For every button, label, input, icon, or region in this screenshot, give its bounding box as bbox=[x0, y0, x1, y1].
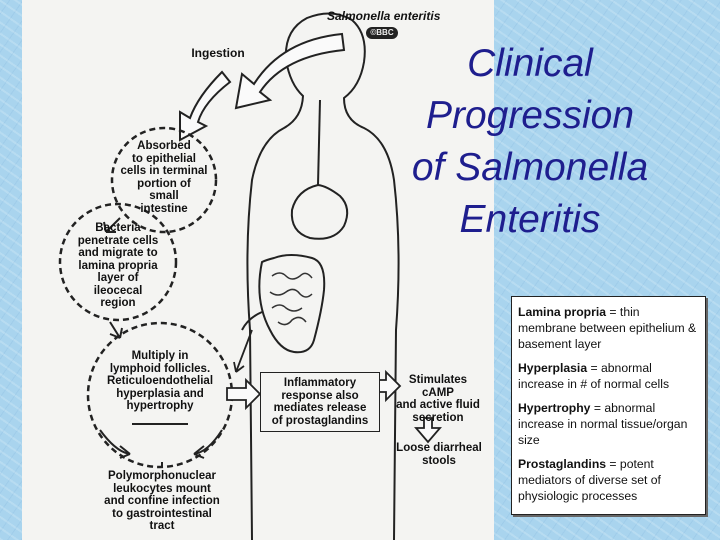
body-silhouette bbox=[246, 12, 400, 540]
diagram-drawing bbox=[58, 12, 442, 540]
penetrate-circle bbox=[58, 202, 178, 322]
arrow-to-stools bbox=[414, 417, 442, 444]
glossary-entry: Hypertrophy = abnormal increase in norma… bbox=[518, 400, 699, 448]
glossary-entry: Prostaglandins = potent mediators of div… bbox=[518, 456, 699, 504]
arrow-to-inflammatory bbox=[226, 377, 262, 411]
arrow-intestine-to-inflammatory bbox=[233, 329, 253, 373]
stomach bbox=[290, 183, 349, 240]
glossary-definition: = abnormal increase in normal tissue/org… bbox=[518, 401, 688, 447]
label-ingestion: Ingestion bbox=[191, 46, 245, 60]
arrow-absorbed-to-penetrate bbox=[103, 217, 121, 233]
loop-arrow-right bbox=[193, 429, 223, 459]
ingestion-arrow bbox=[234, 32, 346, 110]
appendix bbox=[241, 311, 263, 331]
glossary-term: Prostaglandins bbox=[518, 457, 607, 471]
absorbed-circle bbox=[110, 126, 218, 234]
figure-title: Salmonella enteritis bbox=[327, 9, 441, 23]
esophagus bbox=[317, 99, 321, 186]
label-polymorphonuclear: Polymorphonuclear leukocytes mount and c… bbox=[104, 470, 220, 532]
large-intestine bbox=[258, 254, 326, 354]
label-penetrate: Bacteria penetrate cells and migrate to … bbox=[77, 222, 159, 309]
diagram-figure: Salmonella enteritis ©BBC Ingestion Abso… bbox=[22, 0, 494, 540]
label-inflammatory: Inflammatory response also mediates rele… bbox=[260, 372, 380, 432]
loop-arrow-left bbox=[99, 429, 131, 459]
small-intestine-coils bbox=[269, 272, 313, 326]
glossary-term: Hypertrophy bbox=[518, 401, 591, 415]
slide-title: Clinical Progression of Salmonella Enter… bbox=[411, 42, 649, 241]
glossary-definition: = thin membrane between epithelium & bas… bbox=[518, 305, 697, 351]
glossary-term: Lamina propria bbox=[518, 305, 607, 319]
glossary-entry: Hyperplasia = abnormal increase in # of … bbox=[518, 360, 699, 392]
arrow-to-absorbed bbox=[179, 70, 232, 142]
label-diarrheal: Loose diarrheal stools bbox=[396, 442, 482, 467]
glossary-box: Lamina propria = thin membrane between e… bbox=[511, 296, 706, 515]
label-multiply: Multiply in lymphoid follicles. Reticulo… bbox=[106, 350, 214, 412]
glossary-definition: = abnormal increase in # of normal cells bbox=[518, 361, 670, 391]
glossary-definition: = potent mediators of diverse set of phy… bbox=[518, 457, 661, 503]
arrow-penetrate-to-multiply bbox=[109, 321, 123, 339]
glossary-term: Hyperplasia bbox=[518, 361, 588, 375]
glossary-entry: Lamina propria = thin membrane between e… bbox=[518, 304, 699, 352]
label-stimulates: Stimulates cAMP and active fluid secreti… bbox=[396, 374, 480, 424]
figure-tag: ©BBC bbox=[366, 27, 398, 39]
label-absorbed: Absorbed to epithelial cells in terminal… bbox=[120, 140, 208, 215]
